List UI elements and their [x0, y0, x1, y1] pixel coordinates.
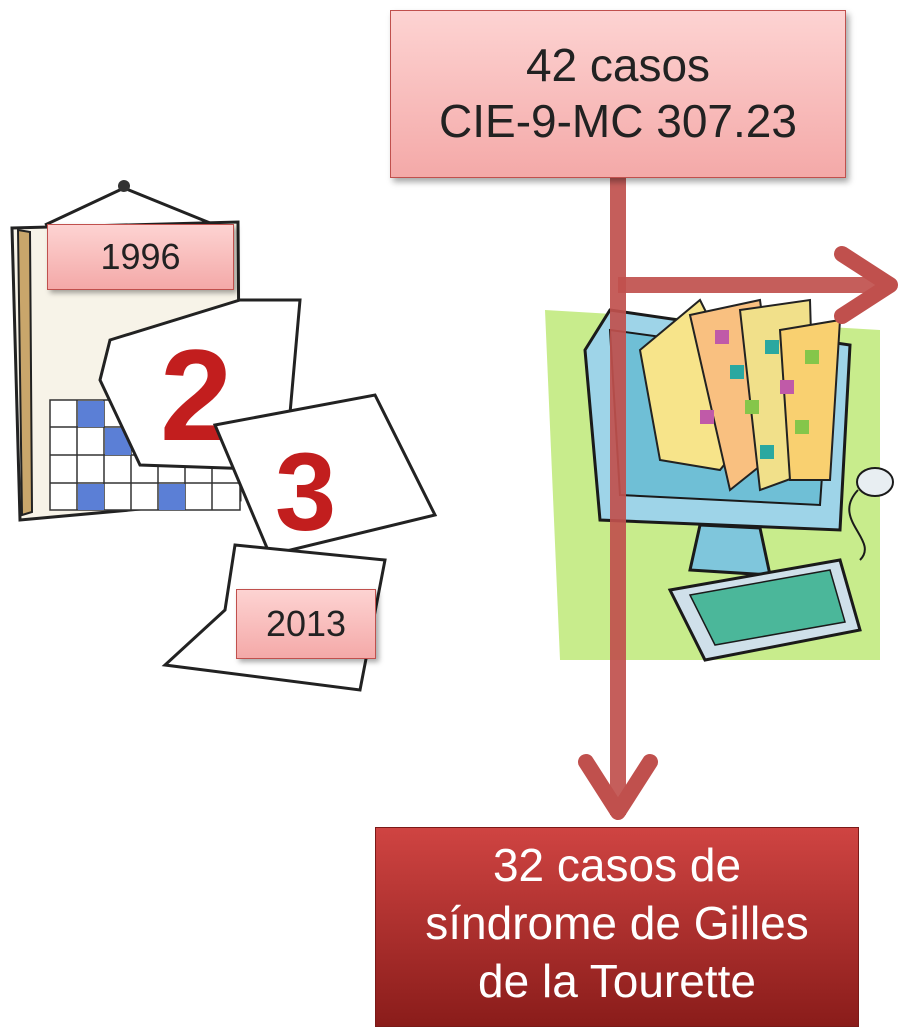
end-year-label: 2013 [236, 589, 376, 659]
page-number-2: 2 [160, 322, 232, 468]
final-cases-line-1: 32 casos de [492, 839, 742, 891]
start-year-label: 1996 [47, 224, 234, 290]
down-arrow-icon [578, 754, 658, 820]
initial-cases-count: 42 casos [525, 39, 711, 91]
initial-cases-box: 42 casos CIE-9-MC 307.23 [390, 10, 846, 178]
right-arrow-icon [834, 246, 898, 324]
final-cases-line-2: síndrome de Gilles [425, 897, 809, 949]
computer-database-icon [545, 298, 894, 662]
final-cases-line-3: de la Tourette [478, 955, 756, 1007]
final-cases-box: 32 casos de síndrome de Gilles de la Tou… [375, 827, 859, 1027]
page-number-3: 3 [275, 431, 336, 554]
diagnosis-code: CIE-9-MC 307.23 [439, 95, 797, 147]
